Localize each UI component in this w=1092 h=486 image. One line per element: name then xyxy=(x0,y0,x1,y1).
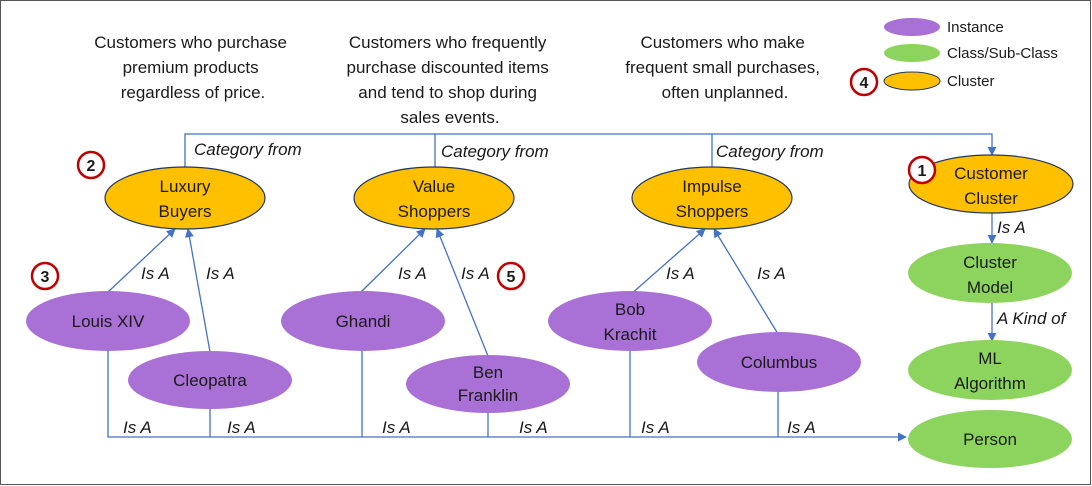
badge-3: 3 xyxy=(30,261,60,291)
edge-label-akindof: A Kind of xyxy=(996,309,1068,328)
legend-item-class: Class/Sub-Class xyxy=(884,44,1058,62)
node-person: Person xyxy=(908,410,1072,468)
edge-label-category-impulse: Category from xyxy=(716,142,824,161)
svg-text:Cleopatra: Cleopatra xyxy=(173,371,247,390)
svg-text:5: 5 xyxy=(507,269,516,286)
svg-text:1: 1 xyxy=(918,163,927,180)
edge-label-isa-person-4: Is A xyxy=(519,418,548,437)
description-impulse: Customers who make frequent small purcha… xyxy=(625,33,824,102)
edge-columbus-to-impulse xyxy=(713,228,779,335)
edge-labels: Category from Category from Category fro… xyxy=(123,140,1068,437)
edges xyxy=(107,133,997,437)
svg-text:Ghandi: Ghandi xyxy=(336,312,391,331)
edge-label-isa-cleopatra: Is A xyxy=(206,264,235,283)
edge-ghandi-to-value xyxy=(359,228,426,294)
edge-ben-to-value xyxy=(435,228,489,357)
edge-label-isa-person-2: Is A xyxy=(227,418,256,437)
svg-text:Cluster: Cluster xyxy=(947,73,995,90)
edge-instances-to-person xyxy=(107,350,906,437)
svg-text:Instance: Instance xyxy=(947,19,1004,36)
svg-text:4: 4 xyxy=(860,75,869,92)
edge-cleopatra-to-luxury xyxy=(184,228,211,353)
edge-bob-to-impulse xyxy=(629,228,706,296)
edge-label-isa-bob: Is A xyxy=(666,264,695,283)
node-louis-xiv: Louis XIV xyxy=(26,291,190,351)
edge-label-isa-person-3: Is A xyxy=(382,418,411,437)
edge-louis-to-luxury xyxy=(107,228,176,293)
badge-4: 4 xyxy=(849,67,879,97)
node-cleopatra: Cleopatra xyxy=(128,351,292,409)
badge-1: 1 xyxy=(907,155,937,185)
legend-item-instance: Instance xyxy=(884,18,1004,36)
svg-text:Louis XIV: Louis XIV xyxy=(72,312,145,331)
legend-item-cluster: Cluster xyxy=(883,71,995,91)
edge-label-isa-person-6: Is A xyxy=(787,418,816,437)
edge-label-isa-person-1: Is A xyxy=(123,418,152,437)
description-value: Customers who frequently purchase discou… xyxy=(347,33,554,127)
edge-label-isa-ben: Is A xyxy=(461,264,490,283)
svg-text:Class/Sub-Class: Class/Sub-Class xyxy=(947,45,1058,62)
edge-label-isa-person-5: Is A xyxy=(641,418,670,437)
svg-text:2: 2 xyxy=(87,158,96,175)
edge-label-isa-cluster-model: Is A xyxy=(997,218,1026,237)
badge-2: 2 xyxy=(76,150,106,180)
svg-text:Person: Person xyxy=(963,430,1017,449)
node-columbus: Columbus xyxy=(697,332,861,392)
edge-label-category-value: Category from xyxy=(441,142,549,161)
svg-text:3: 3 xyxy=(41,269,50,286)
badge-5: 5 xyxy=(496,261,526,291)
edge-label-category-luxury: Category from xyxy=(194,140,302,159)
edge-label-isa-ghandi: Is A xyxy=(398,264,427,283)
edge-luxury-category xyxy=(184,133,997,168)
edge-label-isa-louis: Is A xyxy=(141,264,170,283)
svg-text:Columbus: Columbus xyxy=(741,353,818,372)
legend: Instance Class/Sub-Class Cluster xyxy=(883,18,1058,91)
description-luxury: Customers who purchase premium products … xyxy=(94,33,292,102)
edge-label-isa-columbus: Is A xyxy=(757,264,786,283)
node-ghandi: Ghandi xyxy=(281,291,445,351)
